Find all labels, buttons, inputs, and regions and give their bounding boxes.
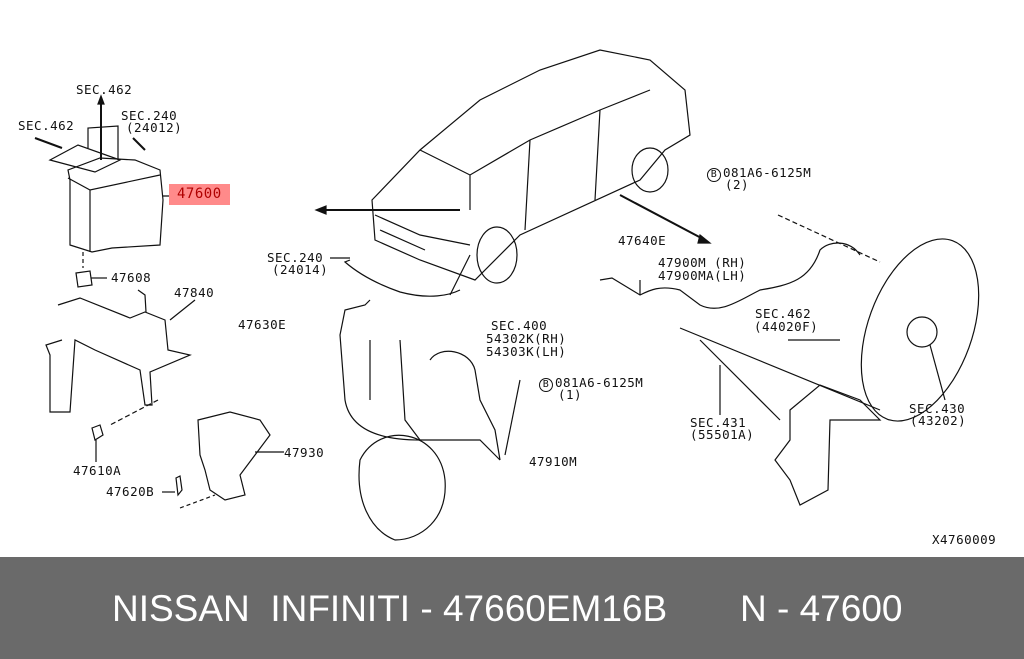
label-sec-430[interactable]: SEC.430 xyxy=(909,401,966,416)
label-sec-240-b-sub: (24014) xyxy=(272,262,329,277)
label-54303k-lh[interactable]: 54303K(LH) xyxy=(486,344,567,359)
label-sec-431[interactable]: SEC.431 xyxy=(690,415,747,430)
footer-brand-part-number: NISSAN INFINITI - 47660EM16B xyxy=(112,588,668,629)
label-47640e[interactable]: 47640E xyxy=(618,233,667,248)
label-sec-240-a-sub: (24012) xyxy=(126,120,183,135)
diagram-drawing xyxy=(34,49,980,541)
label-47900ma-lh[interactable]: 47900MA(LH) xyxy=(658,268,747,283)
label-47840[interactable]: 47840 xyxy=(174,285,215,300)
label-sec-462-right[interactable]: SEC.462 xyxy=(755,306,812,321)
label-sec-240-b[interactable]: SEC.240 xyxy=(267,250,324,265)
label-47930[interactable]: 47930 xyxy=(284,445,325,460)
rear-sensor-drawing xyxy=(599,214,980,506)
vehicle-drawing xyxy=(314,49,712,296)
front-sensor-drawing xyxy=(330,257,521,541)
parts-diagram: SEC.462 SEC.462 SEC.240 (24012) 47600 47… xyxy=(18,49,997,547)
footer-diagram-number: N - 47600 xyxy=(740,588,903,629)
label-sec-462-left[interactable]: SEC.462 xyxy=(18,118,75,133)
label-47630e[interactable]: 47630E xyxy=(238,317,287,332)
label-sec-240-a[interactable]: SEC.240 xyxy=(121,108,178,123)
footer-bar: NISSAN INFINITI - 47660EM16B N - 47600 xyxy=(0,557,1024,659)
label-bolt-qty-2: (2) xyxy=(725,177,750,192)
bolt-b-circle-icon: B xyxy=(707,168,721,182)
bolt-part-number: 081A6-6125M xyxy=(723,165,812,180)
bracket-drawing xyxy=(45,270,284,509)
bolt-part-number: 081A6-6125M xyxy=(555,375,644,390)
label-sec-462-right-sub: (44020F) xyxy=(754,319,819,334)
label-47910m[interactable]: 47910M xyxy=(529,454,578,469)
label-bolt-qty-1: (1) xyxy=(558,387,583,402)
abs-actuator-drawing xyxy=(34,94,180,268)
label-sec-462-top[interactable]: SEC.462 xyxy=(76,82,133,97)
label-sec-431-sub: (55501A) xyxy=(690,427,755,442)
bolt-b-circle-icon: B xyxy=(539,378,553,392)
label-54302k-rh[interactable]: 54302K(RH) xyxy=(486,331,567,346)
label-sec-400[interactable]: SEC.400 xyxy=(491,318,548,333)
label-47608[interactable]: 47608 xyxy=(111,270,152,285)
label-47610a[interactable]: 47610A xyxy=(73,463,122,478)
figure-id: X4760009 xyxy=(932,532,997,547)
label-47620b[interactable]: 47620B xyxy=(106,484,155,499)
label-47600-highlighted[interactable]: 47600 xyxy=(169,184,230,205)
label-47900m-rh[interactable]: 47900M (RH) xyxy=(658,255,747,270)
label-sec-430-sub: (43202) xyxy=(910,413,967,428)
